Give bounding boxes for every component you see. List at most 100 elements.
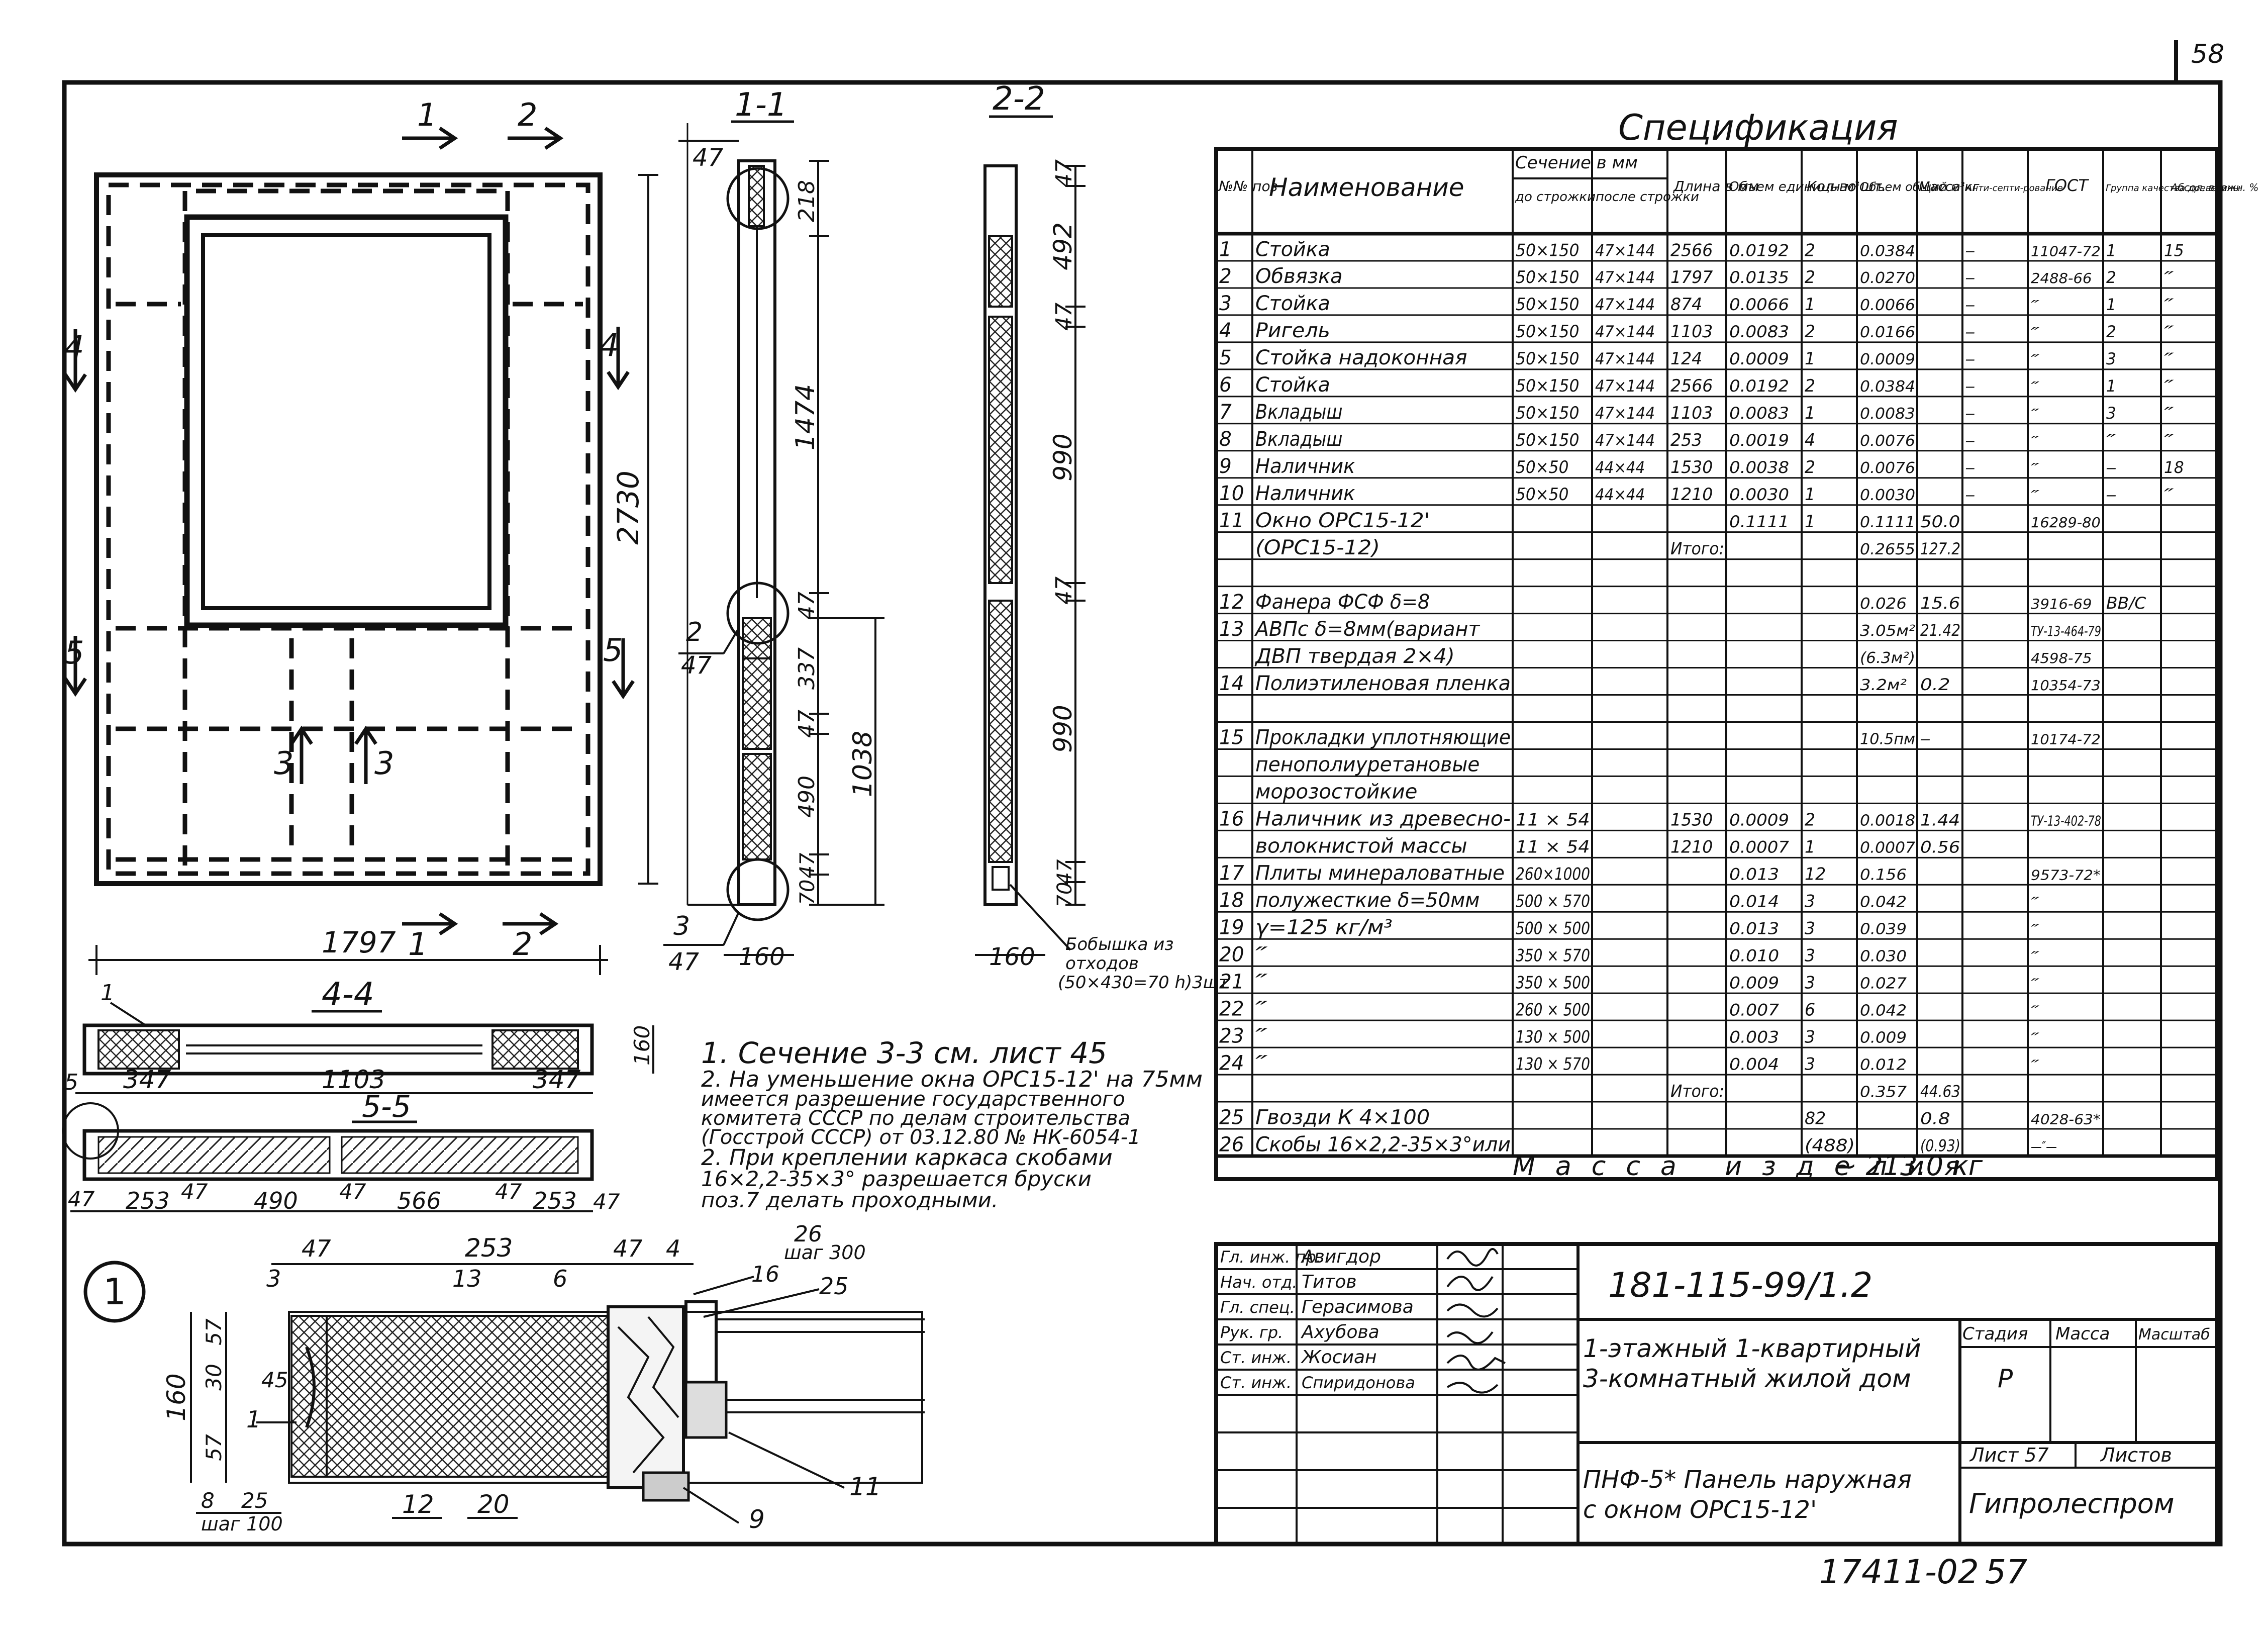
table-cell: 0.013 — [1729, 865, 1779, 884]
table-cell: 4 — [1219, 319, 1232, 342]
s55-d3: 490 — [254, 1187, 298, 1214]
s22-d47d: 47 — [1053, 859, 1076, 885]
table-cell: — — [1965, 351, 1975, 368]
s44-d347b: 347 — [533, 1065, 581, 1094]
d1-d3: 3 — [266, 1265, 281, 1292]
table-cell: 0.56 — [1920, 838, 1960, 857]
table-cell: — — [1965, 432, 1975, 450]
table-cell: 9573-72* — [2031, 867, 2101, 884]
table-cell: 12 — [1805, 865, 1826, 885]
table-cell: 1 — [2106, 241, 2116, 260]
section-4-4: 4-4 1 5 347 1103 347 160 — [64, 976, 654, 1095]
d1-d8: 8 — [201, 1488, 215, 1513]
table-cell: — — [1965, 405, 1975, 423]
table-cell: (6.3м²) — [1860, 649, 1915, 667]
table-cell: 1530 — [1670, 810, 1713, 830]
d1-d25b: 25 — [241, 1488, 268, 1513]
cut-4-right: 4 — [599, 327, 619, 363]
table-cell: 2 — [1805, 240, 1815, 260]
table-cell: 3 — [1805, 1027, 1815, 1047]
note-line-7: 16×2,2-35×3° разрешается бруски — [701, 1167, 1092, 1191]
detail-marker-number: 1 — [103, 1271, 126, 1313]
table-cell: пенополиуретановые — [1255, 753, 1480, 777]
tb-role-6: Ст. инж. — [1220, 1373, 1292, 1392]
tb-person-1: Авигдор — [1301, 1246, 1381, 1267]
table-cell: ″ — [2164, 295, 2174, 314]
table-cell: ″ — [2164, 431, 2174, 450]
d1-d12: 12 — [402, 1490, 434, 1519]
table-cell: Стойка — [1255, 238, 1330, 261]
s44-d160: 160 — [630, 1025, 654, 1066]
table-cell: 0.0192 — [1729, 241, 1789, 260]
table-cell: 3.2м² — [1860, 677, 1907, 694]
table-cell: Скобы 16×2,2-35×3°или — [1255, 1133, 1511, 1156]
s22-d47b: 47 — [1051, 303, 1077, 331]
s22-ticks — [1065, 165, 1086, 906]
table-cell: 47×144 — [1595, 322, 1655, 341]
table-cell: 3 — [2106, 349, 2116, 368]
s55-d6: 47 — [495, 1179, 522, 1204]
table-cell: 12 — [1219, 591, 1244, 614]
table-cell: 0.027 — [1860, 975, 1907, 992]
table-cell: полужесткие δ=50мм — [1255, 889, 1480, 912]
table-cell: 50×150 — [1516, 295, 1579, 315]
sheet-code: 17411-02 — [1819, 1553, 1979, 1591]
d1-d26: 26 — [794, 1221, 822, 1247]
d1-d13: 13 — [452, 1265, 482, 1292]
table-cell: 22 — [1219, 997, 1244, 1020]
table-cell: Ригель — [1255, 319, 1330, 342]
table-cell: 1 — [2106, 295, 2116, 314]
tb-project-1: 1-этажный 1-квартирный — [1583, 1334, 1921, 1363]
table-cell: 50×150 — [1516, 322, 1579, 342]
tb-role-1: Гл. инж. пр. — [1220, 1247, 1321, 1267]
s22-d990a: 990 — [1048, 433, 1077, 481]
s11-d47-top: 47 — [693, 144, 724, 172]
table-cell: 0.039 — [1860, 921, 1907, 938]
table-cell: 50×150 — [1516, 430, 1579, 450]
table-cell: 3 — [2106, 404, 2116, 423]
spec-headers: №№ поз Наименование Сечение в мм до стро… — [1218, 153, 2258, 205]
spec-h-gost: ГОСТ — [2045, 176, 2089, 195]
s11-d1474: 1474 — [791, 384, 821, 450]
table-cell: 3 — [1805, 892, 1815, 912]
table-cell: 19 — [1219, 916, 1244, 939]
table-cell: 0.8 — [1920, 1109, 1950, 1128]
table-cell: 0.013 — [1729, 919, 1779, 938]
table-cell: 0.0076 — [1860, 459, 1915, 477]
d1-d47b: 47 — [613, 1235, 643, 1262]
s11-d70: 70 — [796, 880, 819, 905]
s22-d47c: 47 — [1051, 577, 1077, 605]
table-cell: ″ — [1255, 1051, 1268, 1075]
spec-h-volunit: Объем единицы м³ — [1729, 179, 1859, 195]
table-cell: Итого: — [1670, 539, 1724, 559]
section-5-5: 5-5 47 253 47 490 47 566 47 253 47 — [62, 1089, 620, 1214]
d1-d253: 253 — [465, 1233, 513, 1263]
table-cell: ″ — [2031, 487, 2040, 504]
table-cell: Обвязка — [1255, 265, 1343, 288]
d1-d30: 30 — [202, 1364, 226, 1390]
s22-d492: 492 — [1048, 222, 1077, 270]
spec-mass-value: ~ 213.0 кг — [1834, 1150, 1983, 1182]
table-cell: ″ — [2164, 349, 2174, 368]
table-cell: 17 — [1219, 862, 1244, 885]
table-cell: 10.5пм — [1860, 731, 1915, 748]
table-cell: 2 — [1805, 322, 1815, 342]
table-cell: 1 — [1805, 485, 1815, 505]
table-cell: 0.0009 — [1860, 351, 1915, 368]
s11-callout-mid — [726, 582, 790, 645]
table-cell: 0.042 — [1860, 894, 1907, 911]
table-cell: 10354-73 — [2031, 677, 2101, 694]
table-cell: 3 — [1805, 919, 1815, 939]
table-cell: 2 — [1219, 265, 1232, 288]
d1-d11: 11 — [849, 1472, 881, 1501]
note-line-2: 2. На уменьшение окна ОРС15-12' на 75мм — [701, 1067, 1203, 1092]
table-cell: 50×150 — [1516, 240, 1579, 260]
table-cell: 50×50 — [1516, 485, 1568, 505]
